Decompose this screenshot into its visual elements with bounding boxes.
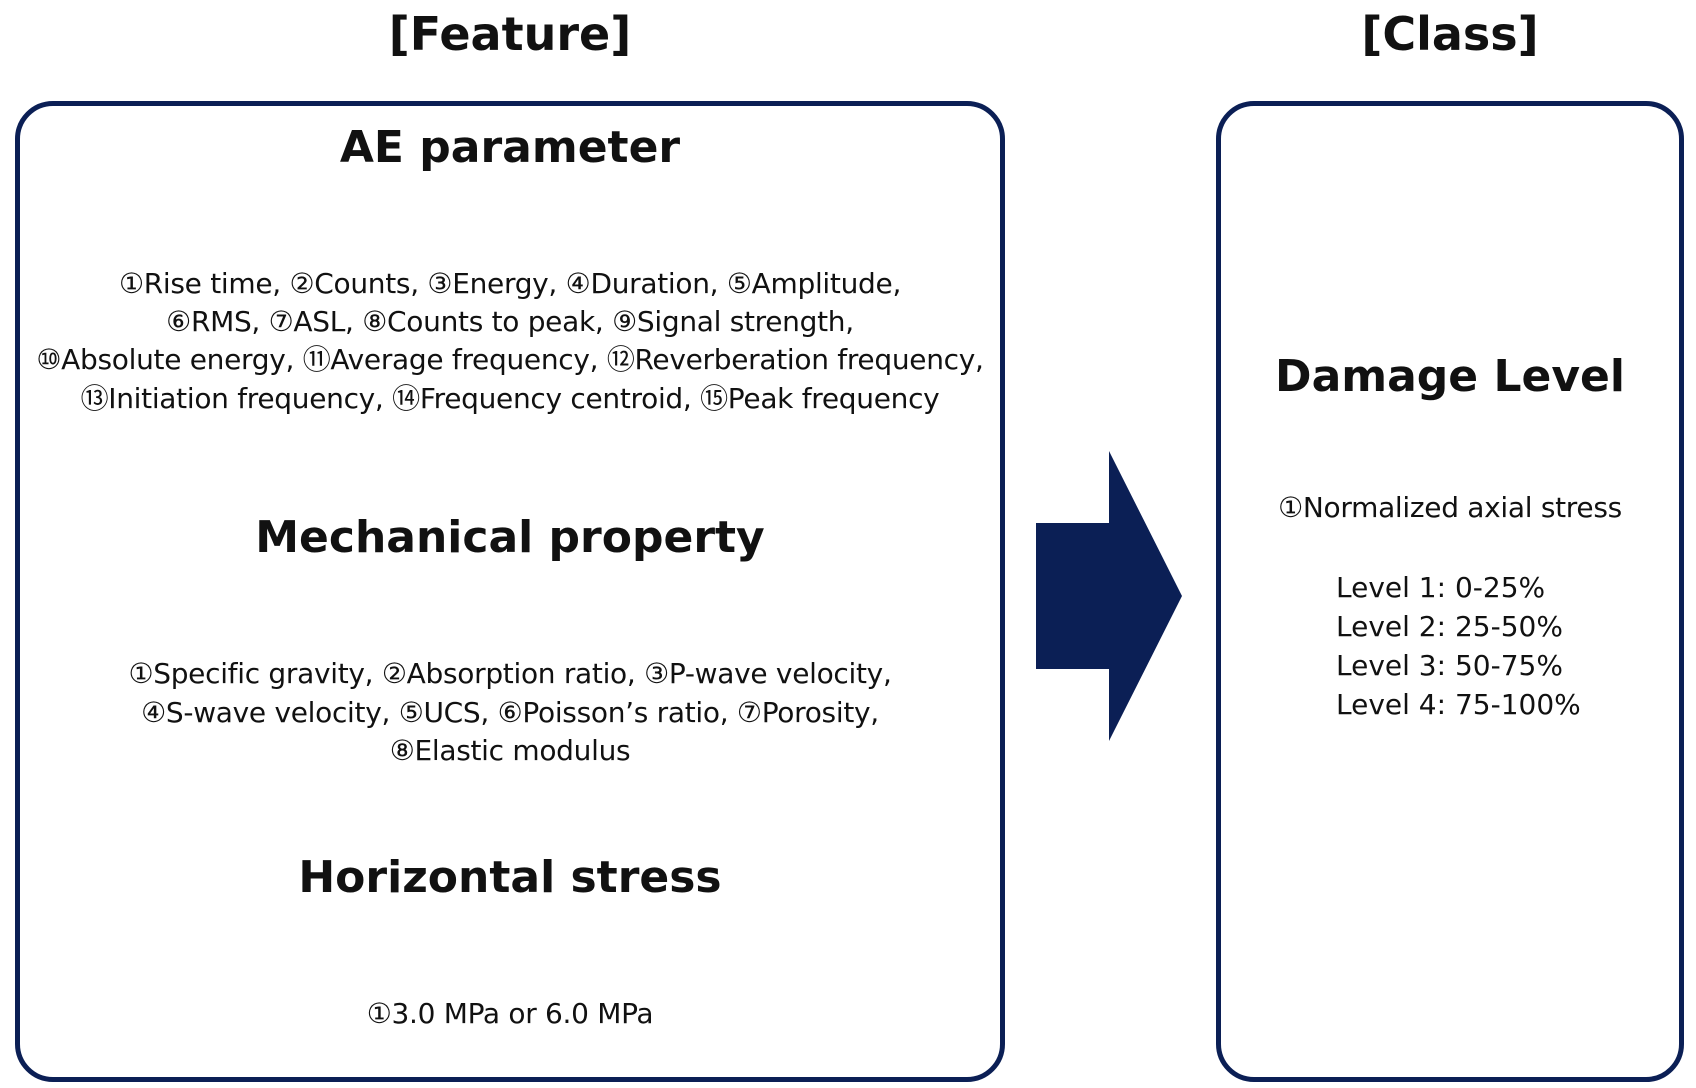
level-item: Level 2: 25-50% xyxy=(1336,610,1563,643)
ae-parameter-line: ⑥RMS, ⑦ASL, ⑧Counts to peak, ⑨Signal str… xyxy=(166,305,854,338)
class-panel: Damage Level ①Normalized axial stress Le… xyxy=(1216,101,1684,1082)
level-item: Level 3: 50-75% xyxy=(1336,649,1563,682)
level-list: Level 1: 0-25% Level 2: 25-50% Level 3: … xyxy=(1336,568,1581,724)
damage-level-title: Damage Level xyxy=(1275,351,1625,402)
ae-parameter-line: ⑩Absolute energy, ⑪Average frequency, ⑫R… xyxy=(36,343,984,376)
feature-panel: AE parameter ①Rise time, ②Counts, ③Energ… xyxy=(15,101,1005,1082)
class-header: [Class] xyxy=(1361,7,1539,61)
arrow-shape xyxy=(1036,451,1182,741)
mechanical-property-line: ⑧Elastic modulus xyxy=(389,734,631,767)
ae-parameter-line: ①Rise time, ②Counts, ③Energy, ④Duration,… xyxy=(118,267,902,300)
normalized-axial-stress-label: ①Normalized axial stress xyxy=(1278,491,1622,524)
ae-parameter-title: AE parameter xyxy=(339,122,681,173)
ae-parameter-line: ⑬Initiation frequency, ⑭Frequency centro… xyxy=(80,382,940,415)
horizontal-stress-title: Horizontal stress xyxy=(298,852,722,903)
level-item: Level 4: 75-100% xyxy=(1336,688,1581,721)
level-item: Level 1: 0-25% xyxy=(1336,571,1546,604)
feature-header: [Feature] xyxy=(388,7,632,61)
mechanical-property-title: Mechanical property xyxy=(255,512,765,563)
horizontal-stress-line: ①3.0 MPa or 6.0 MPa xyxy=(366,997,654,1030)
mechanical-property-line: ④S-wave velocity, ⑤UCS, ⑥Poisson’s ratio… xyxy=(141,696,879,729)
mechanical-property-line: ①Specific gravity, ②Absorption ratio, ③P… xyxy=(128,657,892,690)
right-block-arrow-icon xyxy=(1036,451,1182,741)
